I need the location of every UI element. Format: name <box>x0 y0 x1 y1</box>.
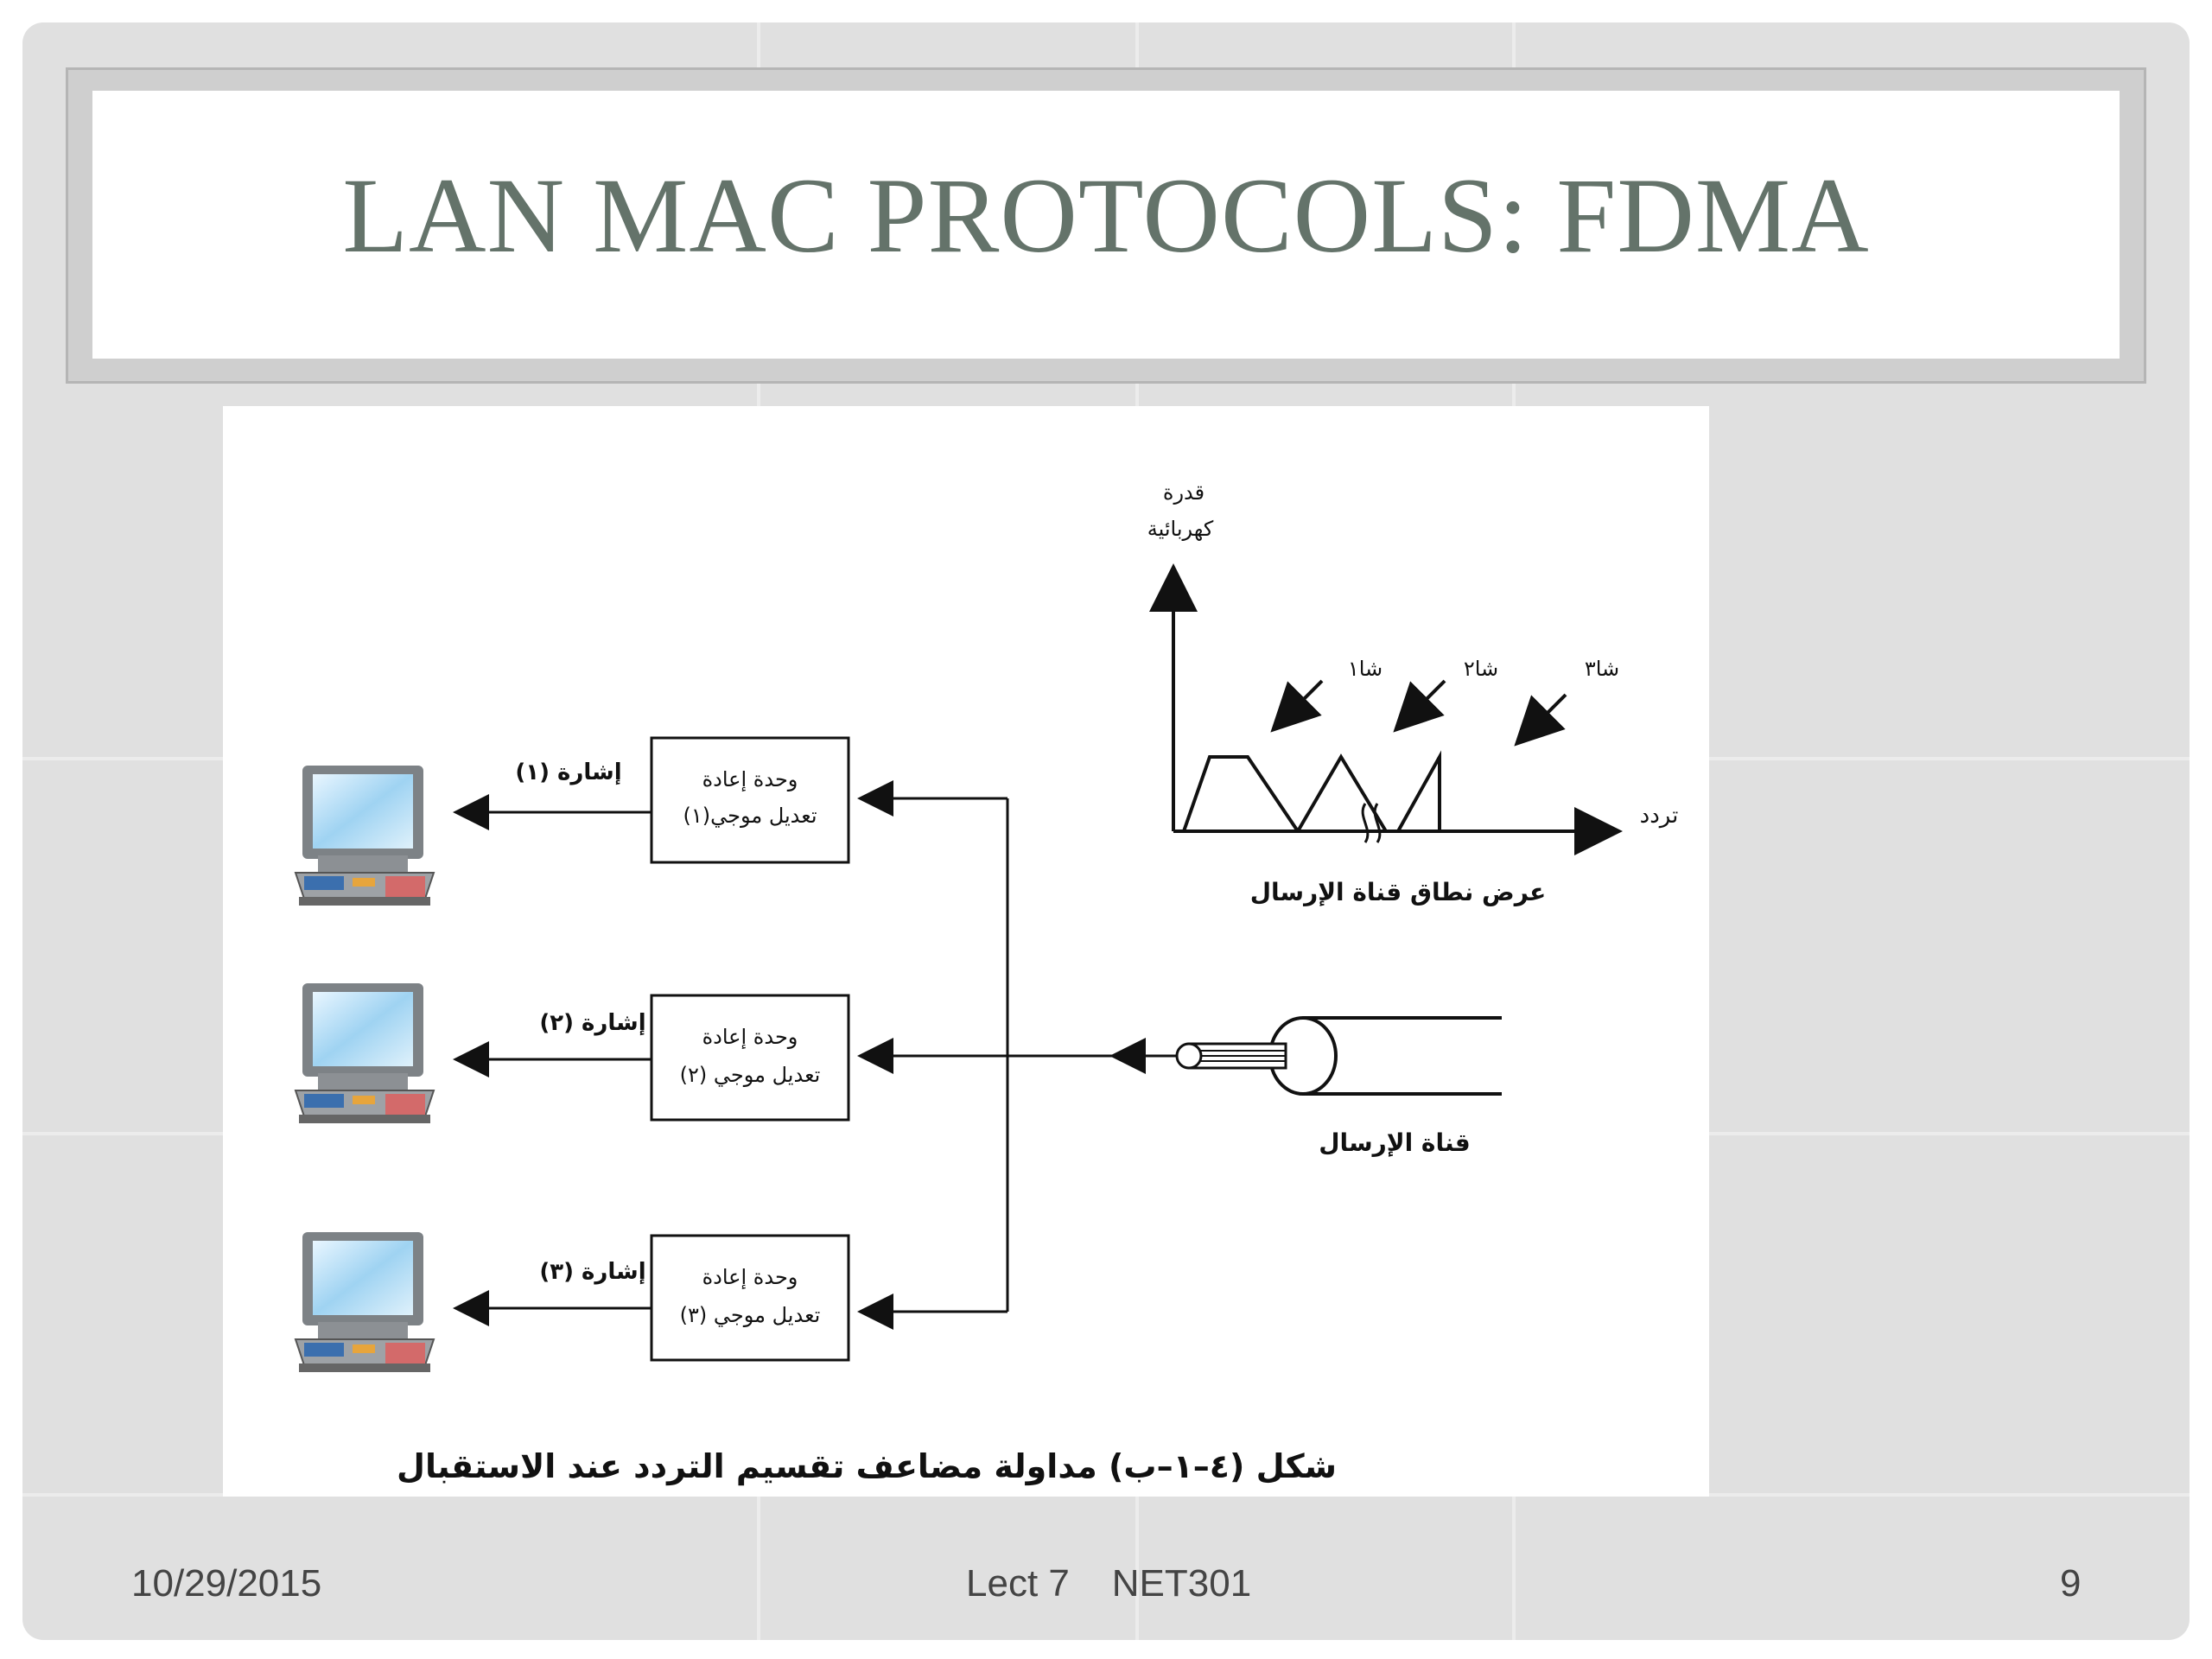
slide-title: LAN MAC PROTOCOLS: FDMA <box>342 156 1870 275</box>
cable-tip <box>1175 1042 1203 1070</box>
channel-caption: قناة الإرسال <box>1319 1128 1470 1157</box>
slide: LAN MAC PROTOCOLS: FDMA قدرة كهربائية <box>22 22 2190 1640</box>
pointer-arrow <box>1270 679 1324 733</box>
computer-icon <box>294 983 435 1123</box>
demodulator-box <box>650 1234 850 1362</box>
channel-3-band <box>1396 750 1441 832</box>
distribution-lines <box>857 780 1177 1330</box>
computer-icon <box>294 1232 435 1372</box>
page-number: 9 <box>2060 1562 2082 1605</box>
spectrum-graph: قدرة كهربائية تردد شا١ شا٢ شا٣ عرض نطاق … <box>1147 480 1679 906</box>
demodulator-label: تعديل موجي (٣) <box>680 1303 821 1327</box>
fdma-figure: قدرة كهربائية تردد شا١ شا٢ شا٣ عرض نطاق … <box>223 406 1709 1497</box>
demodulator-box <box>650 736 850 864</box>
footer-date: 10/29/2015 <box>131 1562 322 1605</box>
demodulator-label: تعديل موجي(١) <box>683 804 817 828</box>
channel-1-band <box>1182 755 1300 833</box>
demodulator-label: وحدة إعادة <box>702 1025 798 1050</box>
demodulator-label: وحدة إعادة <box>702 1265 798 1290</box>
signal-label: إشارة (٣) <box>539 1259 645 1285</box>
pointer-arrow <box>1393 679 1446 733</box>
title-box: LAN MAC PROTOCOLS: FDMA <box>92 91 2120 359</box>
y-axis-label: كهربائية <box>1147 517 1214 541</box>
title-frame: LAN MAC PROTOCOLS: FDMA <box>66 67 2146 384</box>
demodulator-label: وحدة إعادة <box>702 767 798 792</box>
footer-course: Lect 7 NET301 <box>966 1562 1252 1605</box>
demodulator-box <box>650 994 850 1122</box>
channel-label: شا٣ <box>1585 657 1619 681</box>
channel-2-band <box>1296 753 1388 833</box>
computer-icon <box>294 766 435 906</box>
pointer-arrow <box>1514 693 1567 747</box>
y-axis-label: قدرة <box>1163 480 1205 505</box>
demodulator-1: وحدة إعادة تعديل موجي(١) إشارة (١) <box>453 736 850 864</box>
demodulator-3: وحدة إعادة تعديل موجي (٣) إشارة (٣) <box>453 1234 850 1362</box>
demodulator-2: وحدة إعادة تعديل موجي (٢) إشارة (٢) <box>453 994 850 1122</box>
transmission-cable: قناة الإرسال <box>1175 1016 1502 1157</box>
signal-label: إشارة (١) <box>515 760 621 785</box>
fdma-diagram: قدرة كهربائية تردد شا١ شا٢ شا٣ عرض نطاق … <box>294 480 1679 1486</box>
demodulator-label: تعديل موجي (٢) <box>680 1063 821 1087</box>
axis-break-icon <box>1361 803 1382 843</box>
x-axis-label: تردد <box>1640 803 1679 829</box>
signal-label: إشارة (٢) <box>539 1010 645 1036</box>
figure-caption: شكل (٤–١–ب) مداولة مضاعف تقسيم التردد عن… <box>397 1447 1337 1486</box>
channel-label: شا٢ <box>1464 657 1498 681</box>
channel-label: شا١ <box>1348 657 1382 681</box>
bandwidth-label: عرض نطاق قناة الإرسال <box>1250 878 1547 906</box>
